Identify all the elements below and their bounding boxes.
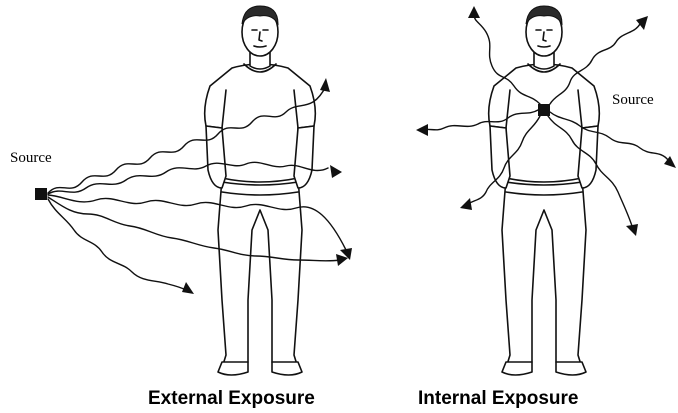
internal-exposure-caption: Internal Exposure [418, 388, 579, 409]
internal-arrow-down-right [626, 224, 638, 236]
internal-arrow-up-left [468, 6, 480, 18]
external-arrow-1 [320, 78, 330, 92]
external-source-label: Source [10, 150, 52, 166]
external-arrow-2 [330, 165, 342, 178]
internal-source-marker [538, 104, 550, 116]
internal-arrow-down-left [460, 198, 472, 210]
person-figure-external [205, 6, 316, 375]
internal-arrow-left [416, 124, 428, 136]
external-exposure-figure: Source External Exposure [10, 6, 352, 409]
person-figure-internal [489, 6, 600, 375]
external-ray-5 [48, 199, 186, 290]
internal-source-label: Source [612, 92, 654, 108]
external-exposure-caption: External Exposure [148, 388, 315, 409]
internal-arrow-up-right [636, 16, 648, 30]
external-source-marker [35, 188, 47, 200]
external-arrow-5 [182, 282, 194, 294]
internal-exposure-figure: Source Internal Exposure [416, 6, 676, 409]
